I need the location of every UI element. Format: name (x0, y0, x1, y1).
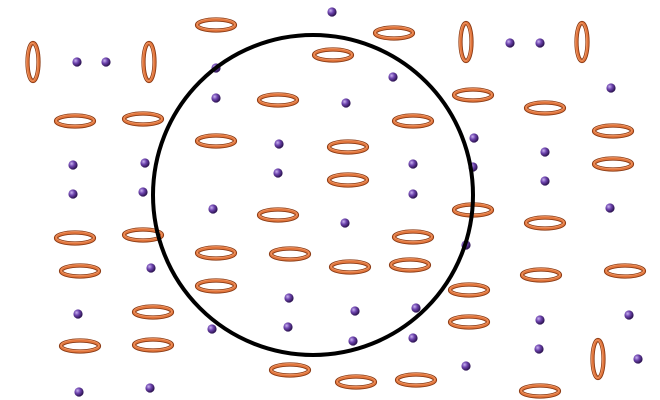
sphere-particle (73, 309, 83, 319)
sphere-particle (540, 176, 550, 186)
sphere-particle (535, 38, 545, 48)
sphere-particle (606, 83, 616, 93)
sphere-particle (624, 310, 634, 320)
horizontal-ring-particle (121, 111, 165, 127)
sphere-particle (68, 160, 78, 170)
sphere-particle (140, 158, 150, 168)
horizontal-ring-particle (451, 87, 495, 103)
horizontal-ring-particle (256, 207, 300, 223)
horizontal-ring-particle (131, 304, 175, 320)
sphere-particle (340, 218, 350, 228)
sphere-particle (327, 7, 337, 17)
horizontal-ring-particle (326, 172, 370, 188)
horizontal-ring-particle (447, 282, 491, 298)
sphere-particle (408, 189, 418, 199)
sphere-particle (273, 168, 283, 178)
horizontal-ring-particle (311, 47, 355, 63)
sphere-particle (207, 324, 217, 334)
horizontal-ring-particle (256, 92, 300, 108)
sphere-particle (461, 361, 471, 371)
sphere-particle (469, 133, 479, 143)
sphere-particle (535, 315, 545, 325)
vertical-ring-particle (574, 20, 590, 64)
horizontal-ring-particle (131, 337, 175, 353)
sphere-particle (72, 57, 82, 67)
vertical-ring-particle (458, 20, 474, 64)
sphere-particle (408, 333, 418, 343)
horizontal-ring-particle (391, 113, 435, 129)
horizontal-ring-particle (523, 100, 567, 116)
sphere-particle (138, 187, 148, 197)
horizontal-ring-particle (603, 263, 647, 279)
horizontal-ring-particle (372, 25, 416, 41)
sphere-particle (408, 159, 418, 169)
horizontal-ring-particle (519, 267, 563, 283)
sphere-particle (633, 354, 643, 364)
horizontal-ring-particle (268, 246, 312, 262)
horizontal-ring-particle (591, 123, 635, 139)
horizontal-ring-particle (326, 139, 370, 155)
sphere-particle (74, 387, 84, 397)
vertical-ring-particle (141, 40, 157, 84)
sphere-particle (283, 322, 293, 332)
horizontal-ring-particle (58, 263, 102, 279)
sphere-particle (101, 57, 111, 67)
horizontal-ring-particle (523, 215, 567, 231)
horizontal-ring-particle (328, 259, 372, 275)
horizontal-ring-particle (518, 383, 562, 399)
horizontal-ring-particle (591, 156, 635, 172)
horizontal-ring-particle (388, 257, 432, 273)
horizontal-ring-particle (334, 374, 378, 390)
ring-particles (25, 17, 647, 399)
horizontal-ring-particle (194, 17, 238, 33)
sphere-particle (284, 293, 294, 303)
sphere-particle (68, 189, 78, 199)
horizontal-ring-particle (53, 230, 97, 246)
horizontal-ring-particle (58, 338, 102, 354)
horizontal-ring-particle (194, 278, 238, 294)
sphere-particle (534, 344, 544, 354)
sphere-particle (211, 93, 221, 103)
sphere-particle (350, 306, 360, 316)
vertical-ring-particle (25, 40, 41, 84)
horizontal-ring-particle (447, 314, 491, 330)
vertical-ring-particle (590, 337, 606, 381)
sphere-particle (605, 203, 615, 213)
sphere-particle (540, 147, 550, 157)
sphere-particle (208, 204, 218, 214)
horizontal-ring-particle (121, 227, 165, 243)
sphere-particle (146, 263, 156, 273)
sphere-particle (388, 72, 398, 82)
sphere-particle (145, 383, 155, 393)
horizontal-ring-particle (194, 245, 238, 261)
boundary-circle (151, 33, 475, 357)
sphere-particle (411, 303, 421, 313)
horizontal-ring-particle (394, 372, 438, 388)
sphere-particle (505, 38, 515, 48)
horizontal-ring-particle (268, 362, 312, 378)
sphere-particle (348, 336, 358, 346)
sphere-particle (341, 98, 351, 108)
horizontal-ring-particle (391, 229, 435, 245)
sphere-particle (274, 139, 284, 149)
horizontal-ring-particle (53, 113, 97, 129)
horizontal-ring-particle (194, 133, 238, 149)
boundary-circle-group (151, 33, 475, 357)
